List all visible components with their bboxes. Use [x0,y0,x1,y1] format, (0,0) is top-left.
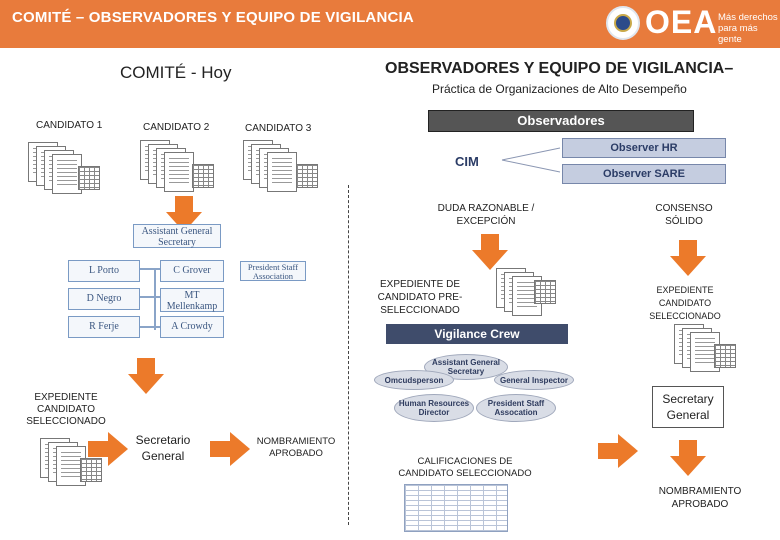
org-box-negro: D Negro [68,288,140,310]
crew-ombudsperson-ellipse: Omcudsperson [374,370,454,390]
down-arrow [670,240,706,276]
oea-logo-text: OEA [645,4,718,40]
assistant-general-secretary-box: Assistant General Secretary [133,224,221,248]
observadores-bar: Observadores [428,110,694,132]
org-box-crowdy: A Crowdy [160,316,224,338]
vigilance-crew-bar: Vigilance Crew [386,324,568,344]
duda-razonable-label: DUDA RAZONABLE / EXCEPCIÓN [437,203,535,227]
divider-line [348,185,349,525]
secretario-general-label: Secretario General [135,433,191,463]
org-connector [140,296,160,298]
crew-president-ellipse: President Staff Assocation [476,394,556,422]
candidate-1-label: CANDIDATO 1 [36,120,103,131]
org-connector [140,268,160,270]
candidate-2-label: CANDIDATO 2 [143,122,210,133]
nombramiento-aprobado-left: NOMBRAMIENTO APROBADO [256,436,336,459]
down-arrow [670,440,706,476]
header-bar [0,0,780,48]
down-arrow [128,358,164,394]
org-box-porto: L Porto [68,260,140,282]
observer-hr-box: Observer HR [562,138,726,158]
left-heading: COMITÉ - Hoy [120,63,232,82]
calificaciones-table-image [404,484,508,532]
expediente-preseleccionado-label: EXPEDIENTE DE CANDIDATO PRE-SELECCIONADO [377,279,463,316]
crew-hr-ellipse: Human Resources Director [394,394,474,422]
expediente-seleccionado-right: EXPEDIENTE CANDIDATO SELECCIONADO [649,285,721,321]
expediente-seleccionado-label: EXPEDIENTE CANDIDATO SELECCIONADO [26,392,106,427]
right-arrow [210,432,250,466]
oas-seal-logo [606,6,640,40]
nombramiento-aprobado-right: NOMBRAMIENTO APROBADO [658,486,742,510]
observer-sare-box: Observer SARE [562,164,726,184]
right-arrow [88,432,128,466]
right-subheading: Práctica de Organizaciones de Alto Desem… [432,82,687,96]
consenso-solido-label: CONSENSO SÓLIDO [655,203,713,227]
president-staff-box: President Staff Association [240,261,306,281]
calificaciones-label: CALIFICACIONES DE CANDIDATO SELECCIONADO [398,456,532,479]
page-title: COMITÉ – OBSERVADORES Y EQUIPO DE VIGILA… [12,9,414,26]
secretary-general-box: Secretary General [652,386,724,428]
oea-logo-tagline: Más derechos para más gente [718,12,778,45]
org-box-grover: C Grover [160,260,224,282]
right-arrow [598,434,638,468]
candidate-3-label: CANDIDATO 3 [245,123,312,134]
org-connector [154,268,156,330]
cim-label: CIM [455,154,479,169]
crew-inspector-ellipse: General Inspector [494,370,574,390]
down-arrow [472,234,508,270]
org-box-ferje: R Ferje [68,316,140,338]
org-box-mellenkamp: MT Mellenkamp [160,288,224,312]
right-heading: OBSERVADORES Y EQUIPO DE VIGILANCIA– [385,60,734,77]
observer-connector-lines [501,147,561,173]
org-connector [140,326,160,328]
